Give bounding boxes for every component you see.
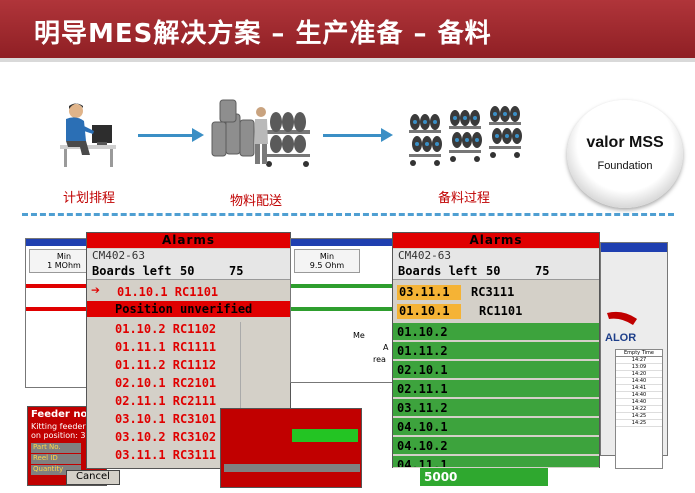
table-row: 14:22 bbox=[616, 406, 662, 413]
pending-ref: RC3111 bbox=[471, 285, 515, 299]
field-reel-id: Reel ID bbox=[31, 454, 81, 464]
arrow-head-icon bbox=[381, 128, 393, 142]
step-label-planning: 计划排程 bbox=[63, 191, 116, 206]
flow-arrow bbox=[138, 134, 194, 137]
window-titlebar bbox=[26, 239, 102, 246]
list-item[interactable]: 02.11.1 bbox=[393, 380, 599, 398]
list-item[interactable]: 04.10.2 bbox=[393, 437, 599, 455]
list-item[interactable]: 03.11.2 bbox=[393, 399, 599, 417]
logo-text-foundation: Foundation bbox=[597, 160, 653, 172]
table-row: 14:40 bbox=[616, 378, 662, 385]
step-label-kitting: 备料过程 bbox=[438, 191, 491, 206]
field-bar bbox=[224, 464, 360, 472]
list-item[interactable]: 01.11.2 bbox=[393, 342, 599, 360]
boards-left-row: Boards left 50 75 bbox=[87, 263, 290, 280]
table-header: Empty Time bbox=[616, 350, 662, 357]
page-title: 明导MES解决方案 – 生产准备 – 备料 bbox=[34, 19, 492, 49]
valor-mss-logo: valor MSS Foundation bbox=[567, 100, 683, 208]
machine-label: CM402-63 bbox=[393, 249, 599, 263]
boards-left-count: 50 bbox=[180, 264, 195, 278]
list-item[interactable]: 01.11.1 RC1111 bbox=[115, 340, 217, 354]
field-quantity: Quantity bbox=[31, 465, 81, 475]
measurement-window-middle: Min 9.5 Ohm Me A rea bbox=[290, 238, 396, 383]
list-item[interactable]: 04.10.1 bbox=[393, 418, 599, 436]
green-line-indicator bbox=[291, 284, 395, 288]
text-fragment: Me bbox=[353, 331, 365, 340]
table-row: 14:25 bbox=[616, 413, 662, 420]
pending-position: 01.10.1 bbox=[397, 304, 461, 319]
pending-position: 03.11.1 bbox=[397, 285, 461, 300]
flow-arrow bbox=[323, 134, 383, 137]
min-readout-box: Min 9.5 Ohm bbox=[294, 249, 360, 273]
boards-left-row: Boards left 50 75 bbox=[393, 263, 599, 280]
feeder-dialog bbox=[220, 408, 362, 488]
list-item[interactable]: 03.11.1 RC3111 bbox=[115, 448, 217, 462]
status-green-bar bbox=[292, 429, 358, 442]
step-label-delivery: 物料配送 bbox=[230, 194, 283, 209]
field-part-no: Part No. bbox=[31, 443, 81, 453]
alor-logo: ALOR bbox=[603, 311, 647, 345]
title-bar: 明导MES解决方案 – 生产准备 – 备料 bbox=[0, 0, 695, 58]
min-label: Min bbox=[319, 252, 335, 261]
list-item[interactable]: 01.10.2 RC1102 bbox=[115, 322, 217, 336]
list-item[interactable]: 02.10.1 RC2101 bbox=[115, 376, 217, 390]
machine-label: CM402-63 bbox=[87, 249, 290, 263]
quantity-value-field: 5000 bbox=[420, 468, 548, 486]
red-line-indicator bbox=[26, 307, 102, 311]
pending-ref: RC1101 bbox=[479, 304, 523, 318]
window-titlebar bbox=[291, 239, 395, 246]
alarm-header: Alarms bbox=[393, 233, 599, 248]
list-item[interactable]: 01.11.2 RC1112 bbox=[115, 358, 217, 372]
section-divider bbox=[22, 213, 674, 216]
warning-banner: Position unverified bbox=[87, 301, 290, 317]
min-value: 1 MOhm bbox=[47, 261, 81, 270]
list-item[interactable]: 02.10.1 bbox=[393, 361, 599, 379]
material-cart-icon bbox=[206, 92, 318, 174]
text-fragment: rea bbox=[373, 355, 386, 364]
person-at-desk-icon bbox=[52, 95, 122, 170]
alor-logo-text: ALOR bbox=[605, 332, 636, 344]
pending-row[interactable]: 03.11.1 RC3111 bbox=[393, 285, 599, 301]
list-item[interactable]: 03.10.2 RC3102 bbox=[115, 430, 217, 444]
feeder-dialog-title: Feeder not bbox=[31, 409, 93, 420]
list-item[interactable]: 03.10.1 RC3101 bbox=[115, 412, 217, 426]
feeder-carts-icon bbox=[405, 100, 527, 170]
current-feeder-label: 01.10.1 RC1101 bbox=[117, 285, 219, 299]
table-row: 13:09 bbox=[616, 364, 662, 371]
current-feeder-row[interactable]: ➔ 01.10.1 RC1101 bbox=[87, 281, 290, 300]
min-label: Min bbox=[56, 252, 72, 261]
arrow-head-icon bbox=[192, 128, 204, 142]
cancel-button[interactable]: Cancel bbox=[66, 470, 120, 485]
logo-text-valor: valor MSS bbox=[586, 134, 664, 151]
green-line-indicator bbox=[291, 307, 395, 311]
boards-total-count: 75 bbox=[535, 264, 550, 278]
table-row: 14:40 bbox=[616, 399, 662, 406]
table-row: 14:25 bbox=[616, 420, 662, 427]
table-row: 14:20 bbox=[616, 371, 662, 378]
alarm-header: Alarms bbox=[87, 233, 290, 248]
min-value: 9.5 Ohm bbox=[309, 261, 345, 270]
table-row: 14:40 bbox=[616, 392, 662, 399]
title-divider bbox=[0, 58, 695, 62]
pending-row[interactable]: 01.10.1 RC1101 bbox=[393, 304, 599, 320]
list-item[interactable]: 04.11.1 bbox=[393, 456, 599, 468]
feeder-dialog-line: on position: 3 bbox=[31, 431, 86, 440]
table-row: 14:27 bbox=[616, 357, 662, 364]
table-row: 14:41 bbox=[616, 385, 662, 392]
text-fragment: A bbox=[383, 343, 389, 352]
boards-left-label: Boards left bbox=[398, 264, 478, 278]
arrow-right-icon: ➔ bbox=[91, 281, 101, 299]
alarm-panel-right: Alarms CM402-63 Boards left 50 75 03.11.… bbox=[392, 232, 600, 468]
window-titlebar bbox=[601, 243, 667, 252]
list-item[interactable]: 02.11.1 RC2111 bbox=[115, 394, 217, 408]
boards-left-label: Boards left bbox=[92, 264, 172, 278]
boards-total-count: 75 bbox=[229, 264, 244, 278]
boards-left-count: 50 bbox=[486, 264, 501, 278]
red-line-indicator bbox=[26, 284, 102, 288]
list-item[interactable]: 01.10.2 bbox=[393, 323, 599, 341]
feeder-dialog-line: Kitting feeder bbox=[31, 422, 86, 431]
